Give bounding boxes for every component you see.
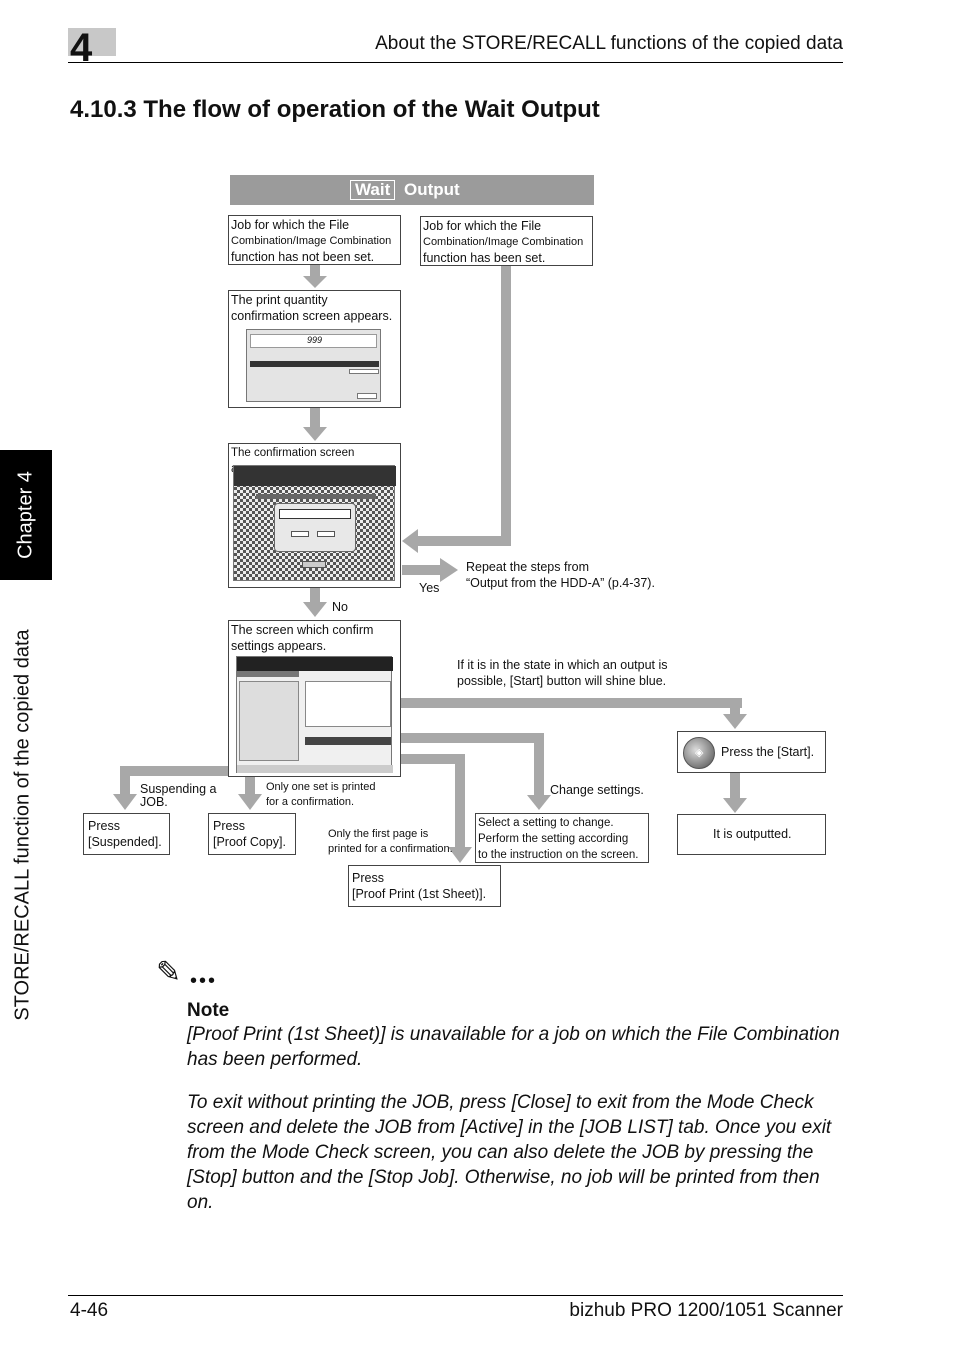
screenshot-ok-button	[357, 393, 377, 399]
start-note-text: If it is in the state in which an output…	[457, 658, 668, 688]
arrow-shaft-3b	[418, 536, 511, 546]
screenshot-right-bar	[305, 737, 391, 745]
screenshot-header	[237, 657, 393, 671]
screenshot-dialog-message	[279, 509, 351, 519]
screenshot-dark-bar	[250, 361, 379, 367]
label-yes: Yes	[419, 581, 440, 595]
footer-page-number: 4-46	[70, 1300, 109, 1321]
arrow-shaft-2	[310, 408, 320, 429]
only-first-page-text: Only the first page is printed for a con…	[328, 828, 453, 855]
arrow-shaft-no	[310, 588, 320, 604]
box-select-setting: Select a setting to change. Perform the …	[475, 813, 649, 863]
arrow-head-yes	[440, 558, 458, 582]
box-outputted: It is outputted.	[677, 814, 826, 855]
arrow-shaft-change-b	[534, 733, 544, 797]
box-set: Job for which the File Combination/Image…	[420, 216, 593, 266]
box-proof-print: Press [Proof Print (1st Sheet)].	[348, 865, 501, 907]
screenshot-button	[349, 369, 379, 374]
arrow-head-no	[303, 602, 327, 617]
arrow-head-3	[402, 529, 418, 553]
screenshot-strip	[256, 494, 376, 499]
chapter-tab	[0, 450, 52, 580]
screenshot-dialog-bar	[250, 334, 377, 348]
arrow-shaft-start	[401, 698, 742, 708]
screenshot-right-panel	[305, 681, 391, 727]
suspending-text: Suspending a JOB.	[140, 782, 217, 809]
arrow-head-start	[723, 714, 747, 729]
footer-rule	[68, 1295, 843, 1296]
confirm-settings-screenshot	[236, 656, 393, 773]
arrow-shaft-out	[730, 771, 740, 800]
screenshot-bottom-button	[302, 561, 326, 568]
only-one-set-text: Only one set is printed for a confirmati…	[266, 781, 376, 808]
confirmation-screenshot	[233, 465, 396, 581]
pencil-note-icon: ✎	[156, 956, 182, 989]
box-suspended: Press [Suspended].	[83, 813, 170, 855]
arrow-head-change	[527, 795, 551, 810]
screenshot-left-panel	[239, 681, 299, 761]
label-no: No	[332, 600, 348, 614]
arrow-shaft-1	[310, 265, 320, 278]
arrow-shaft-suspend-b	[120, 766, 130, 796]
arrow-shaft-3	[501, 265, 511, 546]
screenshot-subheader	[237, 671, 299, 677]
arrow-head-proofprint	[448, 847, 472, 863]
screenshot-top-bar	[234, 466, 396, 486]
chapter-number: 4	[70, 26, 93, 70]
banner-wait: Wait	[350, 180, 396, 200]
screenshot-dialog	[274, 503, 356, 552]
arrow-shaft-change	[401, 733, 544, 743]
arrow-head-proofcopy	[238, 794, 262, 810]
wait-output-banner: Wait Output	[230, 175, 594, 205]
arrow-head-suspend	[113, 794, 137, 810]
screenshot-footer	[237, 765, 393, 773]
arrow-shaft-suspend	[120, 766, 230, 776]
arrow-head-1	[303, 276, 327, 288]
note-paragraph-1: [Proof Print (1st Sheet)] is unavailable…	[187, 1024, 840, 1070]
header-title: About the STORE/RECALL functions of the …	[375, 33, 843, 54]
arrow-shaft-start-b	[730, 698, 740, 716]
repeat-steps-text: Repeat the steps from “Output from the H…	[466, 560, 655, 590]
start-button-icon: ◈	[683, 737, 715, 769]
arrow-head-2	[303, 427, 327, 441]
arrow-shaft-proofprint	[401, 754, 465, 764]
box-proof-copy: Press [Proof Copy].	[208, 813, 296, 855]
screenshot-quantity-value: 999	[307, 335, 323, 345]
arrow-shaft-proofcopy	[245, 777, 255, 796]
print-quantity-screenshot: 999	[246, 329, 381, 402]
section-title: 4.10.3 The flow of operation of the Wait…	[70, 96, 600, 123]
ellipsis-icon: •••	[190, 970, 218, 992]
chapter-number-background	[68, 28, 116, 56]
note-paragraph-2: To exit without printing the JOB, press …	[187, 1092, 832, 1213]
banner-output: Output	[404, 180, 460, 199]
footer-product: bizhub PRO 1200/1051 Scanner	[569, 1300, 843, 1321]
arrow-shaft-proofprint-b	[455, 754, 465, 849]
header-rule	[68, 62, 843, 63]
screenshot-no-button	[317, 531, 335, 537]
arrow-shaft-yes	[402, 565, 442, 575]
arrow-head-out	[723, 798, 747, 813]
change-settings-text: Change settings.	[550, 783, 644, 797]
box-not-set: Job for which the File Combination/Image…	[228, 215, 401, 265]
screenshot-yes-button	[291, 531, 309, 537]
note-label: Note	[187, 1000, 230, 1021]
